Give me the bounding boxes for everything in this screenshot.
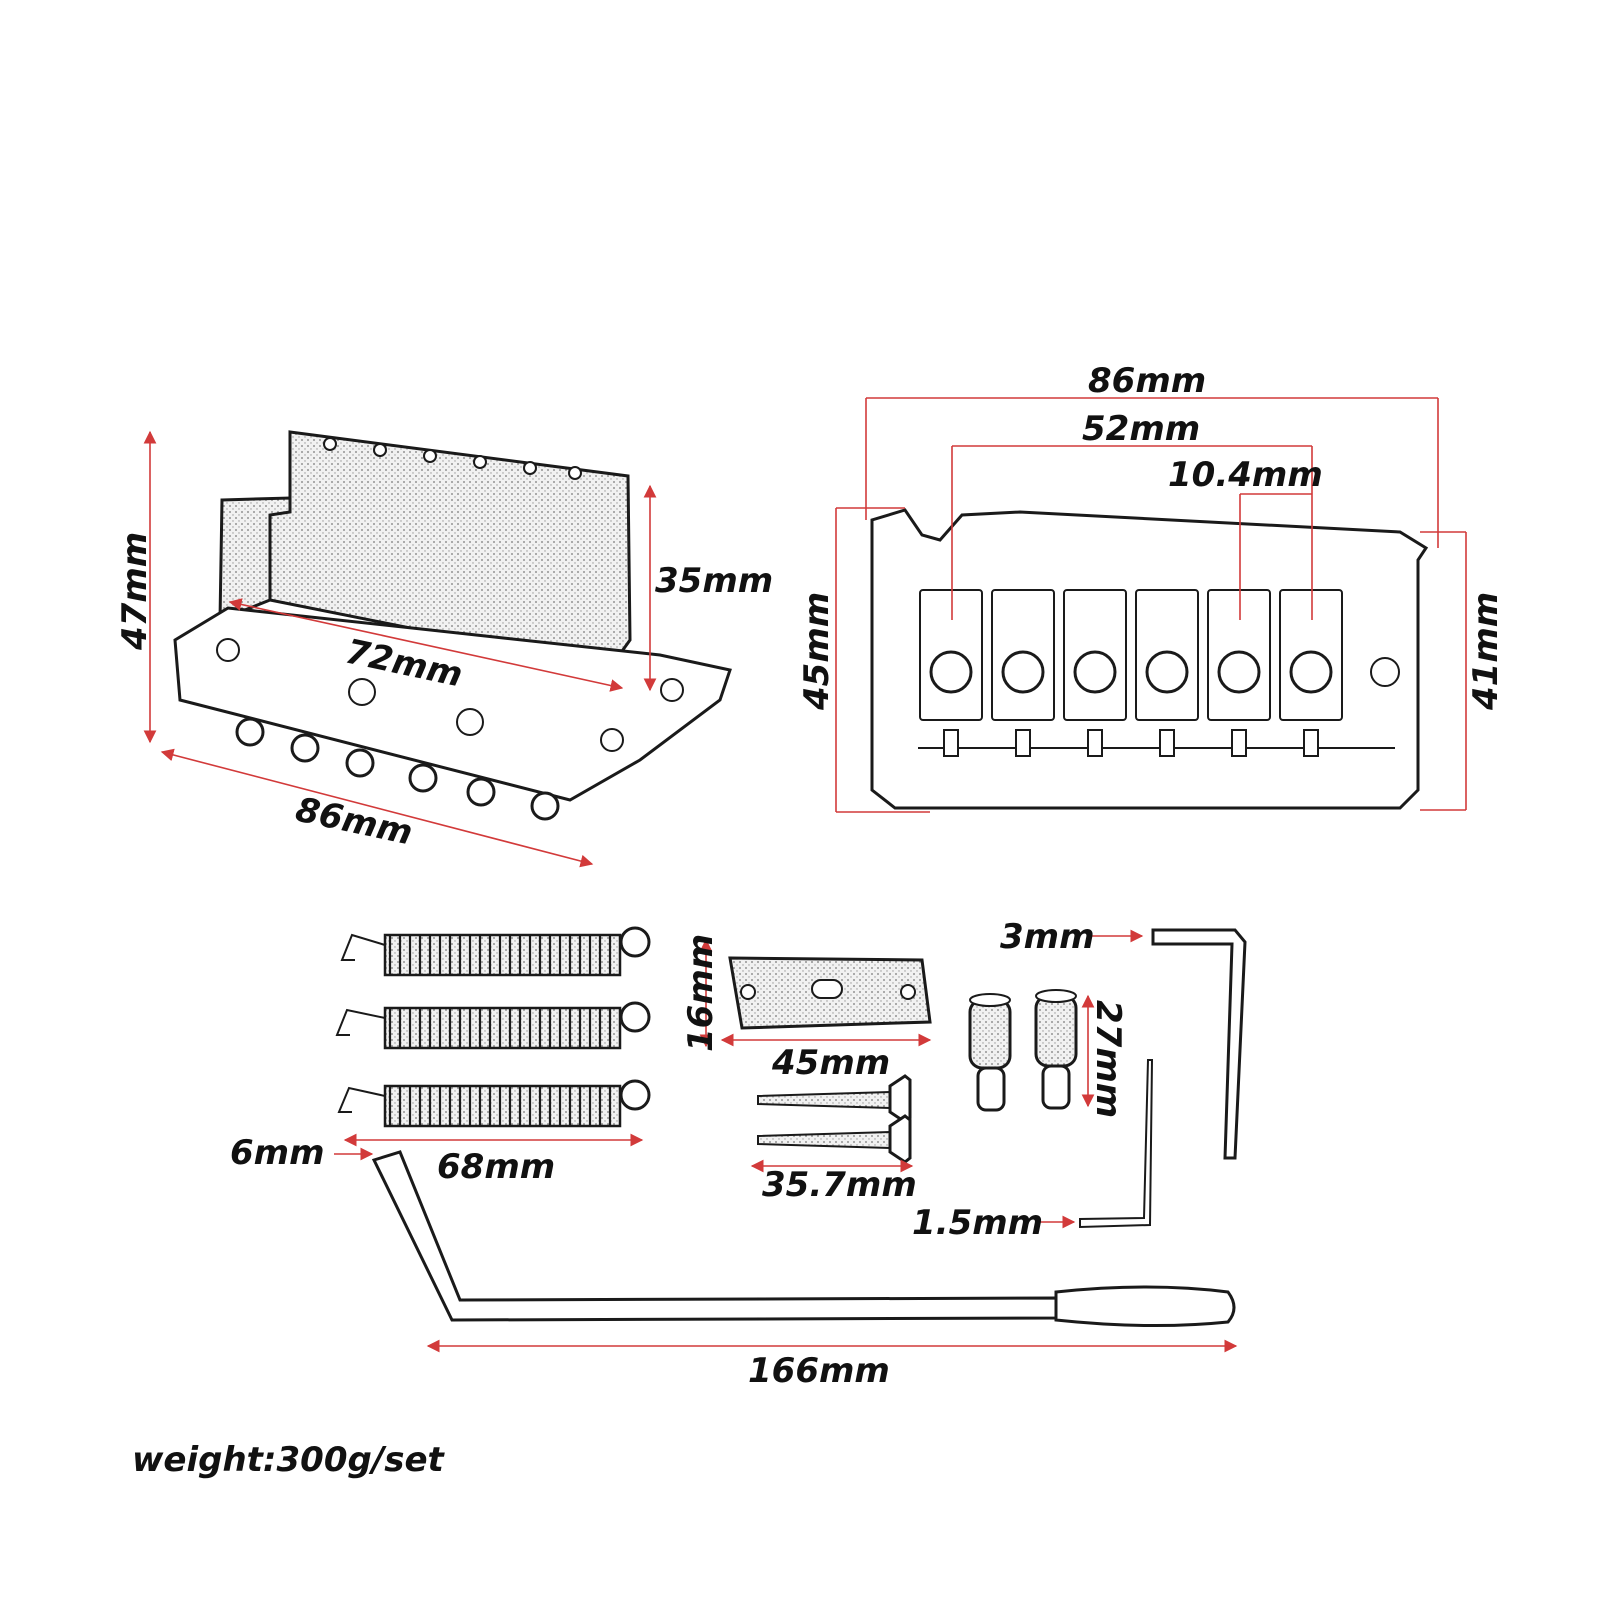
- weight-note: weight:300g/set: [132, 1440, 444, 1480]
- dim-line-block-width: [228, 598, 624, 692]
- dim-line-base-width: [160, 748, 594, 868]
- bushings: 27mm: [968, 989, 1128, 1118]
- label-base-height: 47mm: [115, 532, 155, 651]
- saddles: [919, 589, 1400, 757]
- label-arm-diameter: 6mm: [230, 1133, 325, 1173]
- spring: [337, 1079, 651, 1128]
- label-block-height: 35mm: [655, 561, 773, 601]
- allen-key-small: [1079, 1059, 1154, 1229]
- spring: [335, 1001, 651, 1050]
- label-small-key: 1.5mm: [912, 1203, 1043, 1243]
- arm-tip: [1054, 1285, 1236, 1328]
- tremolo-arm: 6mm 166mm: [230, 1133, 1238, 1391]
- allen-keys: 3mm 1.5mm: [912, 917, 1247, 1243]
- label-spring-length: 68mm: [437, 1147, 555, 1187]
- label-spring-thickness: 3mm: [1000, 917, 1095, 957]
- base-plate: [173, 606, 732, 802]
- spring-claw: 16mm 45mm: [681, 934, 932, 1083]
- screws: 35.7mm: [750, 1074, 917, 1205]
- label-bridge-width: 86mm: [1088, 361, 1206, 401]
- label-bushing-height: 27mm: [1088, 1000, 1128, 1118]
- label-arm-length: 166mm: [748, 1351, 890, 1391]
- label-screw-length: 35.7mm: [762, 1165, 917, 1205]
- spring: [340, 926, 651, 977]
- label-string-spacing: 10.4mm: [1168, 455, 1323, 495]
- screw: [757, 1074, 912, 1124]
- bushing: [968, 993, 1012, 1112]
- block-holes: [323, 437, 582, 480]
- allen-key-large: [1151, 928, 1247, 1160]
- bushing: [1034, 989, 1078, 1110]
- screw: [757, 1114, 912, 1164]
- tremolo-block-view: 47mm 35mm 72mm 86mm: [115, 430, 773, 868]
- label-claw-width: 45mm: [771, 1043, 890, 1083]
- label-bridge-height-right: 41mm: [1466, 592, 1506, 711]
- label-base-width: 86mm: [292, 790, 416, 854]
- label-bridge-height-left: 45mm: [797, 592, 837, 711]
- label-claw-height: 16mm: [681, 934, 721, 1052]
- bridge-front-view: 86mm 52mm 10.4mm 45mm 41mm: [797, 361, 1506, 813]
- springs: 68mm: [335, 926, 651, 1187]
- label-saddle-span: 52mm: [1082, 409, 1200, 449]
